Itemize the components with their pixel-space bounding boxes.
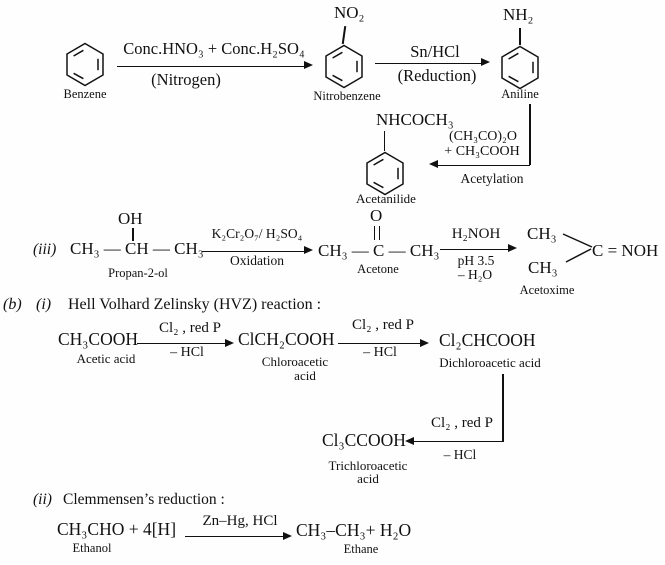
nhcoch3-bond-line	[383, 131, 386, 151]
chloroacetic-formula: ClCH₂COOH	[238, 329, 335, 349]
nitration-arrowhead-icon	[304, 61, 313, 70]
nitrobenzene-label: Nitrobenzene	[313, 89, 381, 103]
hvz-title: Hell Volhard Zelinsky (HVZ) reaction :	[68, 296, 322, 313]
hvz-arrow2-reagent: Cl₂ , red P	[352, 317, 414, 333]
acetanilide-ring	[366, 151, 404, 196]
reduction-arrowhead-icon	[481, 58, 490, 67]
acetone-label: Acetone	[357, 262, 399, 276]
nitration-arrow-line	[117, 65, 306, 67]
benzene-label: Benzene	[63, 87, 107, 101]
ethanol-label: Ethanol	[72, 541, 112, 555]
clemmensen-title: Clemmensen’s reduction :	[63, 491, 225, 508]
propanol-oh-group: OH	[118, 209, 143, 228]
reduction-arrow-line	[375, 62, 483, 64]
dichloroacetic-label: Dichloroacetic acid	[439, 355, 541, 370]
reduction-reagent: Sn/HCl	[410, 42, 460, 61]
section-b-index: (b)	[3, 296, 22, 313]
hvz-arrow1-line	[137, 343, 227, 344]
oxime-arrow-line	[440, 248, 510, 250]
propanol-oh-bond-line	[132, 228, 134, 241]
hvz-arrow3-vline	[502, 374, 504, 442]
trichloroacetic-label-2: acid	[357, 471, 379, 486]
aniline-ring	[501, 45, 539, 90]
no2-group: NO₂	[334, 3, 365, 22]
oxidation-label: Oxidation	[230, 253, 284, 268]
dichloroacetic-formula: Cl₂CHCOOH	[439, 330, 536, 350]
acetylation-arrow-hline	[437, 164, 530, 166]
trichloroacetic-formula: Cl₃CCOOH	[322, 430, 406, 450]
hvz-arrow2-condition: – HCl	[363, 345, 397, 360]
propanol-formula: CH₃ — CH — CH₃	[70, 239, 204, 258]
reduction-condition: (Reduction)	[397, 66, 477, 85]
oxime-arrowhead-icon	[508, 244, 517, 253]
trichloroacetic-label-1: Trichloroacetic	[328, 458, 408, 473]
oxime-label: Acetoxime	[519, 283, 575, 297]
clemmensen-reagent: Zn–Hg, HCl	[202, 513, 278, 529]
clemmensen-arrow-line	[185, 536, 285, 537]
chloroacetic-label-1: Chloroacetic	[261, 354, 329, 369]
clemmensen-reactant: CH₃CHO + 4[H]	[57, 519, 177, 539]
section-ii-index: (ii)	[33, 491, 52, 508]
ethane-label: Ethane	[343, 542, 379, 556]
acetylation-reagent-2: + CH₃COOH	[444, 144, 520, 159]
acetic-acid-label: Acetic acid	[76, 351, 136, 366]
nitration-reagent: Conc.HNO₃ + Conc.H₂SO₄	[123, 39, 305, 58]
hvz-arrow3-hline	[413, 441, 503, 443]
clemmensen-product: CH₃–CH₃+ H₂O	[296, 520, 412, 540]
hvz-arrow1-head-icon	[225, 338, 234, 347]
oxidation-arrow-line	[202, 250, 306, 252]
acetanilide-label: Acetanilide	[356, 191, 416, 206]
no2-bond-line	[341, 25, 346, 45]
acetone-double-bond-line-2	[378, 226, 381, 240]
acetylation-reagent-1: (CH₃CO)₂O	[448, 129, 518, 144]
oxidation-arrowhead-icon	[304, 246, 313, 255]
acetone-o-group: O	[370, 206, 383, 225]
hvz-arrow3-reagent: Cl₂ , red P	[431, 415, 493, 431]
oxime-ch3-bottom: CH₃	[528, 258, 558, 277]
nhcoch3-group: NHCOCH₃	[376, 110, 454, 129]
oxime-cnoh-formula: C = NOH	[592, 241, 659, 260]
acetylation-arrowhead-icon	[428, 160, 438, 169]
oxidation-reagent: K₂Cr₂O₇/ H₂SO₄	[211, 226, 303, 241]
aniline-label: Aniline	[501, 87, 539, 101]
oxime-bond-lines	[562, 233, 593, 263]
item-iii-index: (iii)	[33, 241, 57, 258]
nitrobenzene-ring	[325, 44, 363, 89]
hvz-arrow3-condition: – HCl	[443, 447, 477, 462]
nitration-condition: (Nitrogen)	[151, 70, 221, 89]
hvz-arrow1-condition: – HCl	[170, 345, 204, 360]
nh2-group: NH₂	[503, 5, 534, 24]
oxime-condition-ph: pH 3.5	[457, 253, 495, 268]
hvz-arrow3-head-icon	[404, 437, 414, 446]
hvz-arrow1-reagent: Cl₂ , red P	[159, 320, 221, 336]
chloroacetic-label-2: acid	[294, 368, 316, 383]
hvz-arrow2-head-icon	[420, 338, 429, 347]
acetylation-arrow-vline	[529, 104, 531, 165]
nh2-bond-line	[519, 28, 521, 45]
propanol-label: Propan-2-ol	[108, 266, 168, 280]
hvz-arrow2-line	[338, 343, 422, 344]
benzene-ring	[66, 42, 104, 87]
acetylation-label: Acetylation	[460, 171, 524, 186]
acetone-formula: CH₃ — C — CH₃	[318, 241, 440, 260]
clemmensen-arrowhead-icon	[283, 531, 292, 540]
acetone-double-bond-line-1	[373, 226, 376, 240]
section-i-index: (i)	[36, 296, 52, 313]
oxime-condition-water: – H₂O	[457, 267, 493, 282]
acetic-acid-formula: CH₃COOH	[58, 329, 138, 349]
oxime-ch3-top: CH₃	[527, 224, 557, 243]
oxime-reagent: H₂NOH	[451, 226, 501, 242]
